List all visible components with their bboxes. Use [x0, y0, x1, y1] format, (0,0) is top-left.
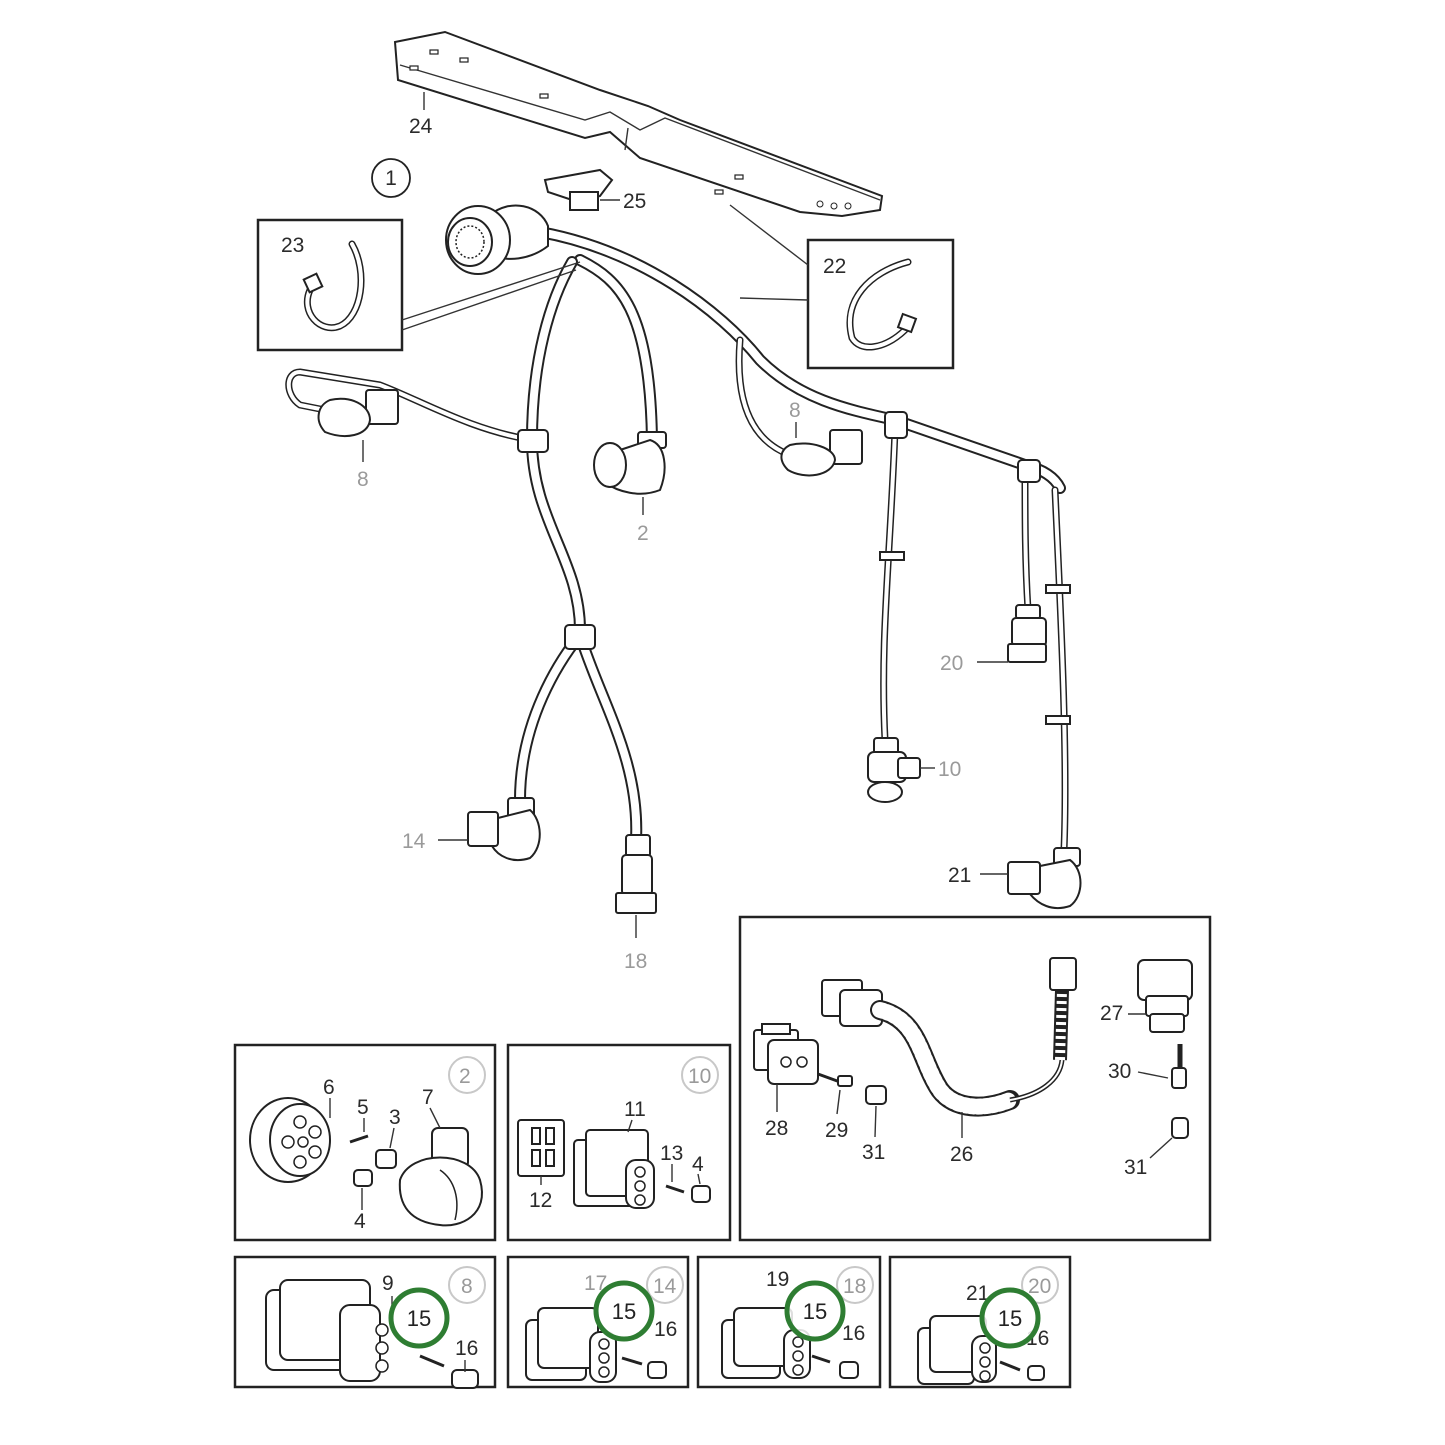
label-20: 20 — [940, 652, 963, 675]
connector-18 — [615, 834, 657, 914]
label-23: 23 — [281, 234, 304, 257]
bracket-part-24 — [393, 30, 884, 218]
connector-8-right — [780, 429, 863, 477]
label-24: 24 — [409, 115, 433, 138]
highlight-label: 15 — [998, 1306, 1022, 1331]
highlight-15-box-20: 15 — [979, 1287, 1041, 1349]
label-18: 18 — [624, 950, 647, 973]
connector-2 — [593, 431, 667, 495]
detail-14-label-17: 17 — [584, 1272, 607, 1295]
clip-part-25 — [543, 168, 614, 211]
detail-large-label-26: 26 — [950, 1143, 973, 1166]
cable-harness — [285, 226, 1071, 854]
callout-label: 1 — [385, 167, 397, 190]
label-14: 14 — [402, 830, 426, 853]
detail-large-label-30: 30 — [1108, 1060, 1131, 1083]
detail-box-14: 14 — [506, 1255, 690, 1389]
detail-large-label-29: 29 — [825, 1119, 848, 1142]
detail-2-label-7: 7 — [422, 1086, 434, 1109]
highlight-label: 15 — [803, 1299, 827, 1324]
detail-10-label-11: 11 — [624, 1098, 646, 1121]
detail-10-label-12: 12 — [529, 1189, 552, 1212]
detail-20-label-21: 21 — [966, 1282, 989, 1305]
highlight-15-box-18: 15 — [784, 1280, 846, 1342]
detail-2-ref: 2 — [459, 1065, 471, 1088]
detail-box-2: 2 — [233, 1043, 497, 1242]
detail-2-label-6: 6 — [323, 1076, 335, 1099]
detail-box-10: 10 — [506, 1043, 732, 1242]
detail-18-ref: 18 — [843, 1275, 866, 1298]
detail-14-label-16: 16 — [654, 1318, 677, 1341]
detail-large-label-27: 27 — [1100, 1002, 1123, 1025]
detail-box-18: 18 — [696, 1255, 882, 1389]
label-22: 22 — [823, 255, 846, 278]
inset-cable-tie-22 — [806, 238, 955, 370]
main-round-connector — [445, 204, 549, 275]
highlight-15-box-14: 15 — [593, 1280, 655, 1342]
detail-14-ref: 14 — [653, 1275, 677, 1298]
detail-10-label-4: 4 — [692, 1153, 704, 1176]
detail-2-label-5: 5 — [357, 1096, 369, 1119]
detail-box-8: 8 — [233, 1255, 497, 1389]
connector-14 — [467, 797, 541, 862]
detail-large-label-31: 31 — [862, 1141, 885, 1164]
callout-circle — [371, 158, 411, 198]
detail-10-ref: 10 — [688, 1065, 711, 1088]
detail-box-large — [738, 915, 1212, 1242]
detail-2-label-3: 3 — [389, 1106, 401, 1129]
detail-large-label-28: 28 — [765, 1117, 788, 1140]
highlight-15-box-8: 15 — [388, 1287, 450, 1349]
label-10: 10 — [938, 758, 961, 781]
label-2: 2 — [637, 522, 649, 545]
detail-8-label-16: 16 — [455, 1337, 478, 1360]
cable-tie-23 — [302, 240, 365, 332]
label-21: 21 — [948, 864, 971, 887]
connector-21 — [1007, 847, 1082, 910]
highlight-label: 15 — [407, 1306, 431, 1331]
detail-2-label-4: 4 — [354, 1210, 366, 1233]
label-25: 25 — [623, 190, 646, 213]
highlight-label: 15 — [612, 1299, 636, 1324]
sensor-10 — [867, 737, 921, 803]
detail-large-label-31-right: 31 — [1124, 1156, 1147, 1179]
detail-18-label-16: 16 — [842, 1322, 865, 1345]
detail-8-ref: 8 — [461, 1275, 473, 1298]
connector-8-left — [317, 389, 399, 437]
detail-20-ref: 20 — [1028, 1275, 1051, 1298]
inset-cable-tie-23 — [256, 218, 404, 352]
detail-10-label-13: 13 — [660, 1142, 683, 1165]
cable-tie-22 — [846, 258, 918, 351]
detail-8-label-9: 9 — [382, 1272, 394, 1295]
connector-20 — [1007, 604, 1047, 663]
detail-box-20: 20 — [888, 1255, 1072, 1389]
label-8-right: 8 — [789, 399, 801, 422]
label-8-left: 8 — [357, 468, 369, 491]
detail-18-label-19: 19 — [766, 1268, 789, 1291]
